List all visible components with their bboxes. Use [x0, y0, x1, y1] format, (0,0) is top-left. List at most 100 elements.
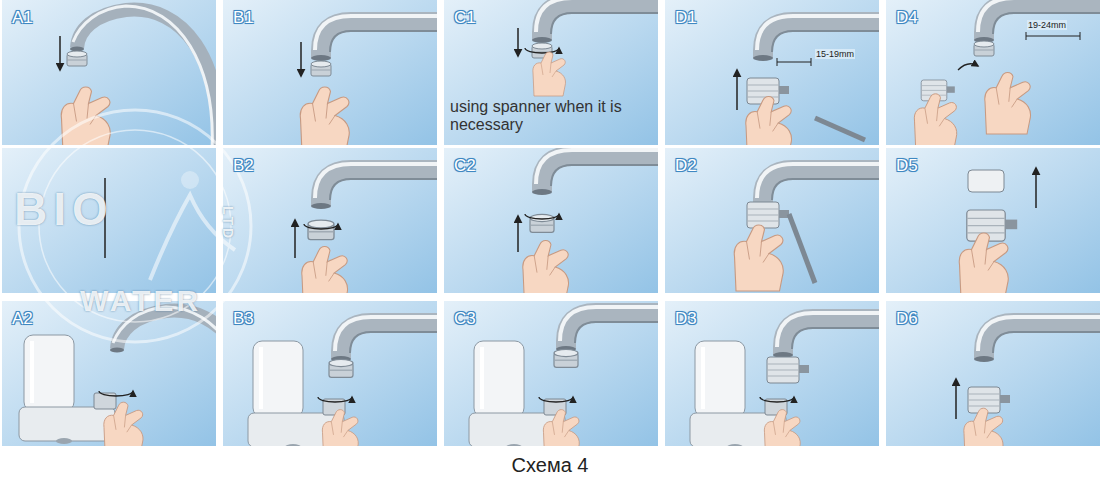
step-panel: D115-19mm — [665, 0, 879, 145]
illustration-part — [525, 214, 559, 219]
illustration-part — [311, 16, 437, 61]
illustration-part — [19, 335, 116, 444]
illustration-part — [300, 42, 302, 76]
step-panel: D3 — [665, 301, 879, 446]
illustration-part — [329, 359, 353, 377]
illustration-part — [311, 164, 437, 209]
illustration-part — [958, 64, 978, 70]
step-label: B3 — [233, 309, 254, 329]
step-illustration — [886, 148, 1100, 293]
illustration-part — [747, 202, 789, 228]
illustration-part — [967, 210, 1017, 241]
step-illustration — [886, 301, 1100, 446]
illustration-part — [968, 170, 1004, 192]
step-panel: D5 — [886, 148, 1100, 293]
illustration-part — [959, 233, 1008, 293]
instruction-note: using spanner when it is necessary — [450, 98, 655, 135]
illustration-part — [1026, 32, 1080, 40]
step-panel: B2 — [223, 148, 437, 293]
illustration-part — [777, 58, 811, 66]
illustration-part — [532, 150, 658, 195]
step-label: A2 — [12, 309, 33, 329]
step-label: D3 — [675, 309, 697, 329]
step-panel: A2 — [2, 301, 216, 446]
step-panel: D6 — [886, 301, 1100, 446]
illustration-part — [331, 317, 437, 362]
step-label: A1 — [12, 8, 33, 28]
illustration-part — [311, 61, 331, 76]
illustration-part — [974, 0, 1100, 43]
step-illustration — [444, 0, 658, 145]
illustration-part — [322, 410, 358, 446]
illustration-part — [554, 349, 578, 367]
illustration-part — [150, 195, 235, 280]
step-panel: C2 — [444, 148, 658, 293]
step-illustration — [223, 148, 437, 293]
illustration-part — [773, 313, 879, 358]
step-label: B2 — [233, 156, 254, 176]
step-panel: A1 — [2, 0, 216, 145]
illustration-part — [767, 357, 809, 383]
step-illustration — [223, 0, 437, 145]
illustration-part — [556, 307, 658, 352]
illustration-part — [517, 216, 519, 252]
illustration-part — [964, 408, 1003, 446]
step-illustration — [665, 0, 879, 145]
illustration-part — [104, 402, 143, 446]
illustration-part — [974, 317, 1100, 362]
illustration-part — [532, 0, 658, 43]
step-panel: B1 — [223, 0, 437, 145]
watermark-text: WATER — [80, 284, 201, 318]
illustration-part — [734, 225, 783, 291]
illustration-part — [525, 48, 559, 53]
step-illustration — [886, 0, 1100, 145]
illustration-part — [530, 214, 554, 232]
step-label: D2 — [675, 156, 697, 176]
step-illustration — [665, 301, 879, 446]
illustration-part — [533, 52, 566, 96]
illustration-part — [764, 410, 800, 446]
illustration-part — [974, 41, 994, 56]
watermark-text: LTD — [220, 206, 236, 241]
illustration-part — [760, 397, 794, 402]
step-label: B1 — [233, 8, 254, 28]
step-panel: C3 — [444, 301, 658, 446]
illustration-part — [736, 70, 738, 110]
step-label: D1 — [675, 8, 697, 28]
step-illustration — [444, 148, 658, 293]
step-panel: D2 — [665, 148, 879, 293]
dimension-label: 19-24mm — [1027, 20, 1067, 30]
illustration-part — [300, 87, 349, 145]
step-panel: B3 — [223, 301, 437, 446]
watermark-text: BIO — [14, 182, 114, 236]
illustration-part — [318, 397, 352, 402]
illustration-part — [539, 397, 573, 402]
illustration-part — [302, 246, 348, 293]
figure-caption: Схема 4 — [0, 454, 1100, 477]
illustration-part — [543, 410, 579, 446]
illustration-part — [789, 214, 815, 283]
step-illustration — [223, 301, 437, 446]
step-illustration — [444, 301, 658, 446]
illustration-part — [59, 36, 61, 70]
illustration-part — [517, 28, 519, 56]
step-illustration — [2, 301, 216, 446]
step-label: D6 — [896, 309, 918, 329]
illustration-part — [968, 387, 1010, 413]
illustration-part — [746, 96, 792, 145]
illustration-part — [181, 171, 199, 189]
illustration-part — [523, 240, 569, 293]
illustration-part — [985, 72, 1031, 134]
illustration-part — [1035, 168, 1037, 208]
step-label: C1 — [454, 8, 476, 28]
illustration-part — [67, 51, 87, 66]
step-illustration — [2, 0, 216, 145]
illustration-part — [815, 118, 865, 140]
step-label: D4 — [896, 8, 918, 28]
step-illustration — [665, 148, 879, 293]
illustration-part — [914, 94, 956, 145]
illustration-part — [304, 224, 338, 229]
step-label: C3 — [454, 309, 476, 329]
